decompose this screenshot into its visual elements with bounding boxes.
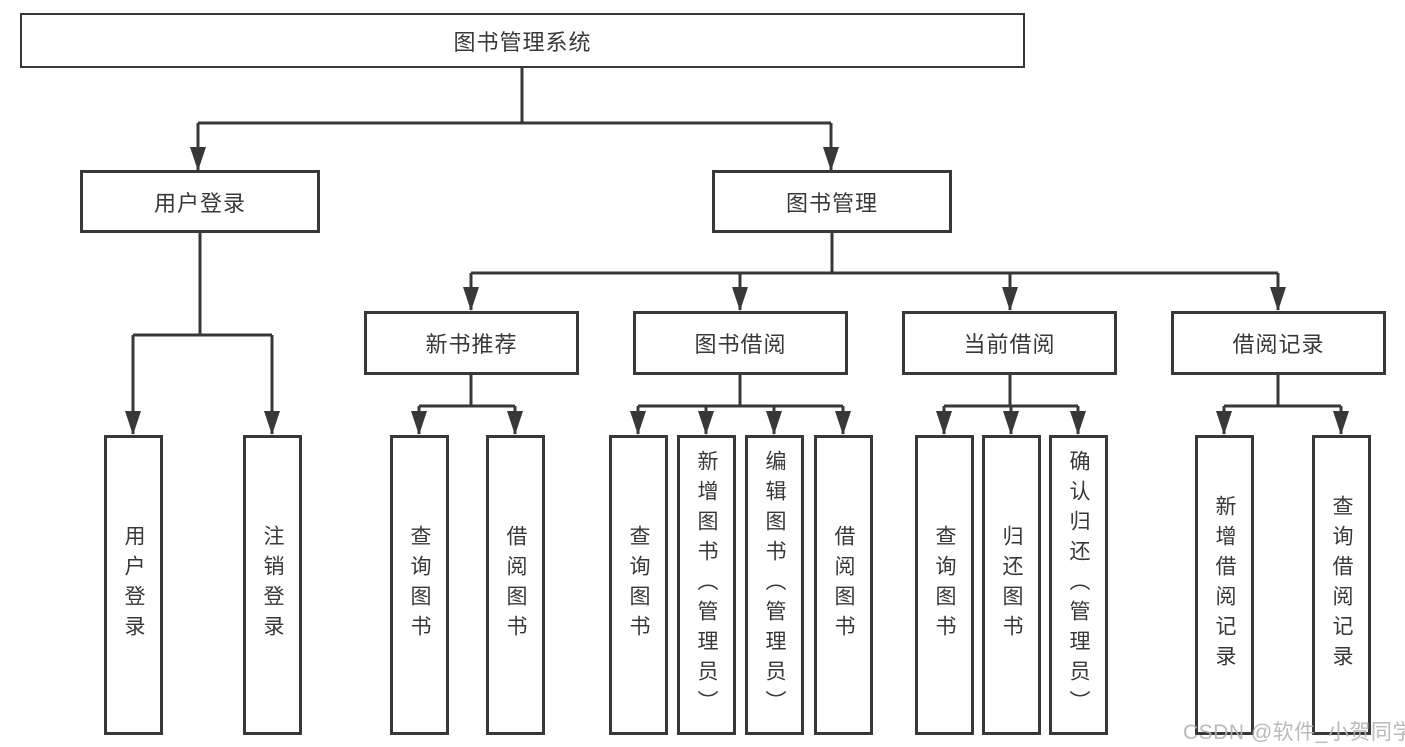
- leaf-bb-add-books-admin: 新增图书（管理员）: [677, 435, 736, 735]
- leaf-label: 查询图书: [933, 525, 956, 645]
- leaf-label: 查询图书: [408, 525, 431, 645]
- leaf-label: 注销登录: [261, 525, 284, 645]
- leaf-bb-edit-books-admin: 编辑图书（管理员）: [745, 435, 804, 735]
- leaf-label: 确认归还（管理员）: [1067, 450, 1090, 720]
- node-new-book-recommend: 新书推荐: [364, 311, 579, 375]
- node-user-login: 用户登录: [80, 170, 320, 233]
- leaf-nbr-search-books: 查询图书: [390, 435, 449, 735]
- leaf-br-search-borrow-record: 查询借阅记录: [1312, 435, 1371, 735]
- leaf-label: 查询图书: [627, 525, 650, 645]
- branch-borrow-records: [1224, 373, 1341, 408]
- node-library-management-system: 图书管理系统: [20, 13, 1025, 68]
- branch-new-book-recommend: [419, 373, 515, 408]
- leaf-nbr-borrow-books: 借阅图书: [486, 435, 545, 735]
- node-borrow-records: 借阅记录: [1171, 311, 1386, 375]
- node-book-management: 图书管理: [712, 170, 952, 233]
- node-current-borrow: 当前借阅: [902, 311, 1117, 375]
- branch-root: [198, 67, 831, 125]
- leaf-label: 查询借阅记录: [1330, 495, 1353, 675]
- leaf-user-login: 用户登录: [104, 435, 163, 735]
- leaf-br-add-borrow-record: 新增借阅记录: [1195, 435, 1254, 735]
- leaf-label: 归还图书: [1000, 525, 1023, 645]
- leaf-cb-search-books: 查询图书: [915, 435, 974, 735]
- leaf-label: 借阅图书: [832, 525, 855, 645]
- leaf-bb-borrow-books: 借阅图书: [814, 435, 873, 735]
- branch-user-login: [133, 231, 272, 337]
- leaf-logout: 注销登录: [243, 435, 302, 735]
- leaf-label: 新增图书（管理员）: [695, 450, 718, 720]
- branch-book-management: [471, 231, 1278, 275]
- leaf-label: 新增借阅记录: [1213, 495, 1236, 675]
- leaf-label: 编辑图书（管理员）: [763, 450, 786, 720]
- node-book-borrow: 图书借阅: [633, 311, 848, 375]
- branch-book-borrow: [638, 373, 843, 408]
- leaf-cb-return-books: 归还图书: [982, 435, 1041, 735]
- leaf-label: 借阅图书: [504, 525, 527, 645]
- leaf-bb-search-books: 查询图书: [609, 435, 668, 735]
- watermark: CSDN @软件_小贺同学: [1183, 721, 1405, 744]
- branch-current-borrow: [944, 373, 1078, 408]
- leaf-label: 用户登录: [122, 525, 145, 645]
- leaf-cb-confirm-return-admin: 确认归还（管理员）: [1049, 435, 1108, 735]
